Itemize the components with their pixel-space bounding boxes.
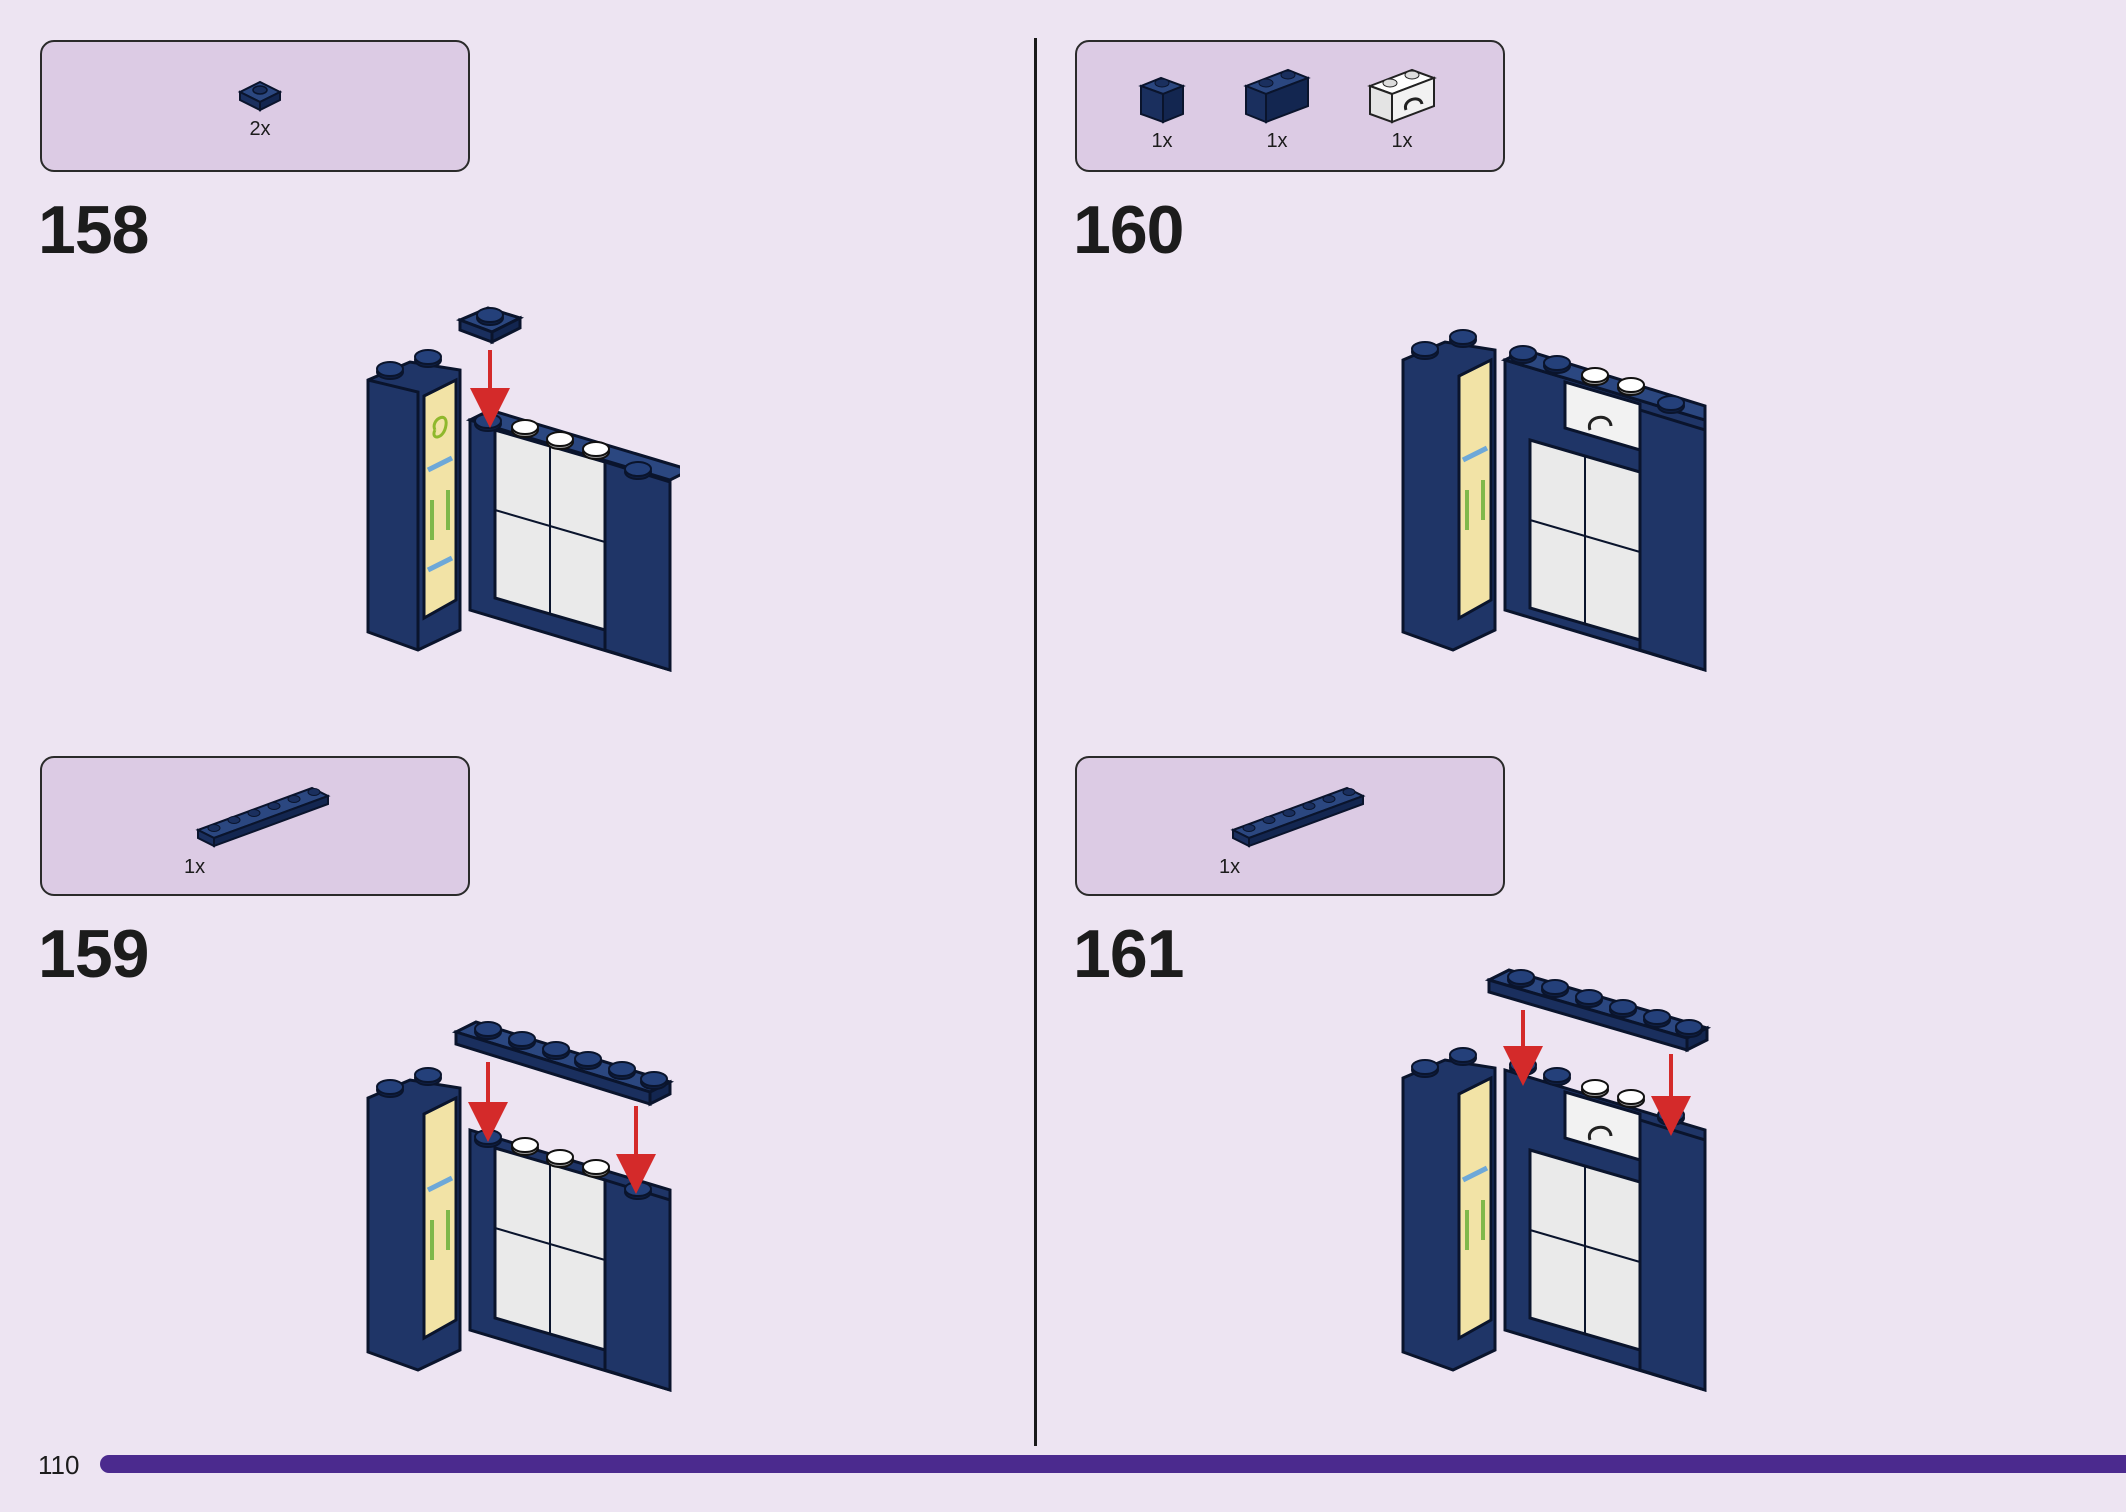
step-number: 159 [38, 916, 149, 992]
part-item: 1x [1127, 70, 1197, 153]
step-159-model-illustration [366, 1020, 675, 1393]
part-quantity: 1x [184, 856, 206, 878]
step-number: 160 [1073, 192, 1184, 268]
part-item: 1x [182, 782, 342, 879]
page-divider [1034, 38, 1037, 1446]
parts-callout-step-160: 1x 1x 1x [1075, 40, 1505, 172]
navy-plate-1x6-icon [1230, 786, 1366, 848]
page-number: 110 [38, 1450, 80, 1480]
progress-bar [100, 1455, 2126, 1473]
part-quantity: 1x [1266, 130, 1288, 152]
step-number: 158 [38, 192, 149, 268]
parts-callout-step-161: 1x [1075, 756, 1505, 896]
part-item: 1x [1362, 64, 1442, 153]
parts-callout-step-158: 2x [40, 40, 470, 172]
part-quantity: 2x [249, 118, 271, 140]
navy-brick-1x2-icon [1243, 68, 1311, 124]
step-158-model-illustration [366, 306, 680, 673]
white-brick-with-clip-icon [1367, 68, 1437, 124]
navy-brick-1x1-icon [1138, 76, 1186, 124]
part-quantity: 1x [1151, 130, 1173, 152]
part-quantity: 1x [1391, 130, 1413, 152]
step-161-model-illustration [1401, 968, 1712, 1393]
step-number: 161 [1073, 916, 1184, 992]
navy-plate-1x1-icon [237, 80, 283, 112]
navy-plate-1x6-icon [195, 786, 331, 848]
step-160-model-illustration [1401, 329, 1707, 673]
part-item: 2x [220, 78, 300, 141]
part-quantity: 1x [1219, 856, 1241, 878]
part-item: 1x [1237, 64, 1317, 153]
part-item: 1x [1217, 782, 1377, 879]
parts-callout-step-159: 1x [40, 756, 470, 896]
